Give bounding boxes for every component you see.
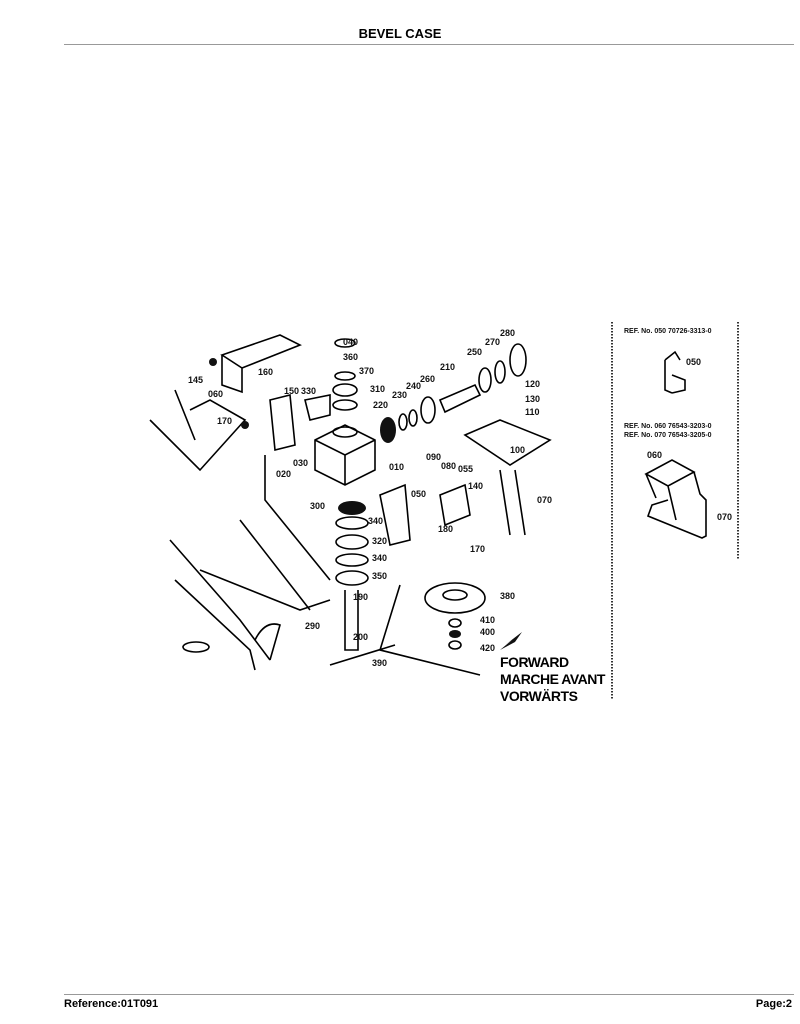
callout: 310 (370, 384, 385, 394)
mower-deck-outline (149, 389, 331, 671)
direction-marche-avant: MARCHE AVANT (500, 671, 606, 687)
callout: 170 (217, 416, 232, 426)
callout: 130 (525, 394, 540, 404)
callout: 030 (293, 458, 308, 468)
callout: 410 (480, 615, 495, 625)
callout: 380 (500, 591, 515, 601)
callout: 170 (470, 544, 485, 554)
direction-forward: FORWARD (500, 654, 569, 670)
callout: 370 (359, 366, 374, 376)
callout: 150 (284, 386, 299, 396)
callout: 210 (440, 362, 455, 372)
callout: 180 (438, 524, 453, 534)
part-tag-icon (182, 641, 210, 653)
side-panel-ref-050: REF. No. 050 70726-3313-0 (624, 328, 712, 335)
callout: 390 (372, 658, 387, 668)
callout: 070 (537, 495, 552, 505)
callout: 260 (420, 374, 435, 384)
callout: 250 (467, 347, 482, 357)
callout: 060 (208, 389, 223, 399)
callout: 330 (301, 386, 316, 396)
gear-stack (314, 338, 376, 651)
header-divider (64, 44, 794, 45)
forward-arrow-icon (500, 632, 522, 650)
callout: 010 (389, 462, 404, 472)
direction-vorwarts: VORWÄRTS (500, 688, 578, 704)
callout: 145 (188, 375, 203, 385)
callout: 020 (276, 469, 291, 479)
callout: 050 (686, 357, 701, 367)
footer-divider (64, 994, 794, 995)
callout: 350 (372, 571, 387, 581)
callout: 040 (343, 337, 358, 347)
callout: 050 (411, 489, 426, 499)
callout: 100 (510, 445, 525, 455)
bracket-060-070-sketch (644, 459, 707, 539)
callout: 320 (372, 536, 387, 546)
callout: 290 (305, 621, 320, 631)
plate-and-pulley (329, 419, 552, 676)
callout: 280 (500, 328, 515, 338)
callout: 230 (392, 390, 407, 400)
horizontal-shaft-assembly (380, 343, 527, 443)
callout: 160 (258, 367, 273, 377)
bracket-assembly (209, 334, 331, 581)
callout: 200 (353, 632, 368, 642)
callout: 190 (353, 592, 368, 602)
callout: 340 (372, 553, 387, 563)
callout: 360 (343, 352, 358, 362)
callout: 090 (426, 452, 441, 462)
callout: 110 (525, 407, 540, 417)
callout: 140 (468, 481, 483, 491)
bracket-050-sketch (664, 350, 686, 394)
callout: 070 (717, 512, 732, 522)
callout-labels: 040 360 370 310 330 150 160 145 060 170 … (188, 328, 552, 668)
callout: 420 (480, 643, 495, 653)
callout: 060 (647, 450, 662, 460)
footer-reference: Reference:01T091 (64, 998, 159, 1010)
callout: 240 (406, 381, 421, 391)
page-title: BEVEL CASE (358, 26, 442, 41)
callout: 055 (458, 464, 473, 474)
callout: 220 (373, 400, 388, 410)
side-panel-ref-060: REF. No. 060 76543-3203-0 (624, 423, 712, 430)
callout: 340 (368, 516, 383, 526)
callout: 080 (441, 461, 456, 471)
side-panel-ref-070: REF. No. 070 76543-3205-0 (624, 432, 712, 439)
footer-page-number: Page:2 (755, 998, 792, 1010)
callout: 270 (485, 337, 500, 347)
callout: 300 (310, 501, 325, 511)
callout: 120 (525, 379, 540, 389)
callout: 400 (480, 627, 495, 637)
